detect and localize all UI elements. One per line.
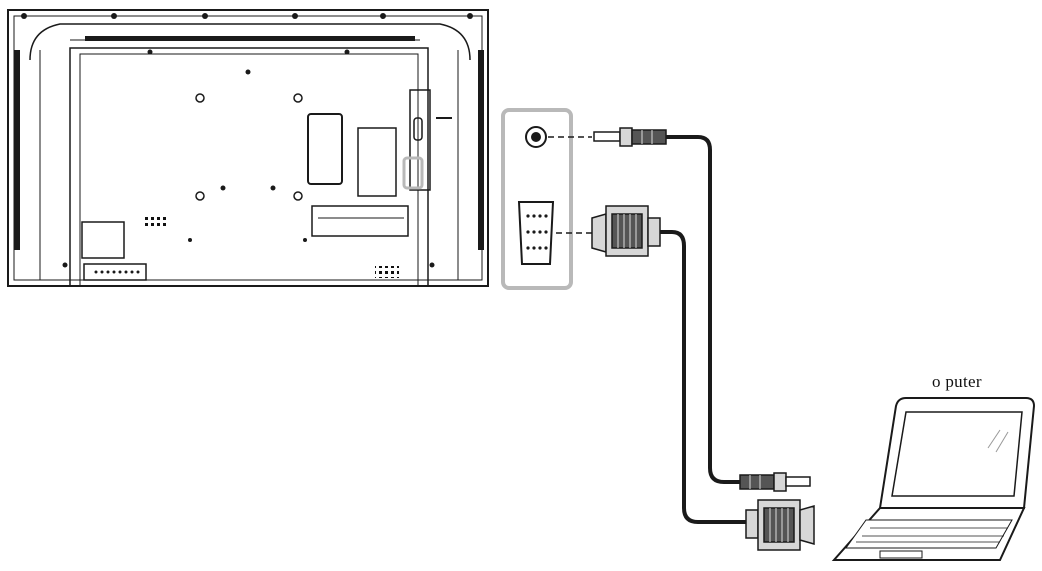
- port-highlight-box: [501, 108, 573, 290]
- computer-label: o puter: [932, 372, 982, 391]
- display-back-panel-icon: [7, 9, 489, 287]
- audio-plug-icon-laptop: [739, 472, 811, 492]
- audio-plug-icon: [593, 127, 667, 147]
- vga-plug-icon-laptop: [745, 499, 815, 551]
- laptop-icon: [831, 397, 1036, 561]
- vga-plug-icon: [591, 205, 661, 257]
- vga-port-icon: [517, 201, 555, 265]
- audio-port-icon: [525, 126, 547, 148]
- vga-cable: [660, 230, 746, 524]
- audio-cable: [666, 135, 740, 484]
